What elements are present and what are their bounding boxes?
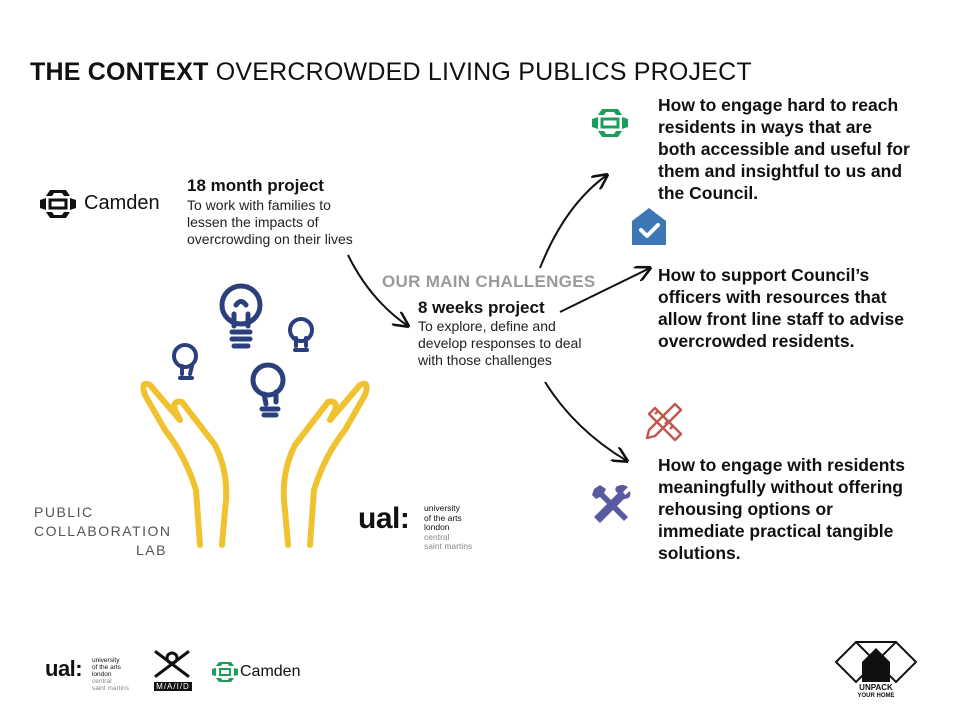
challenge-1-line: the Council. (658, 183, 759, 203)
project1-description: To work with families to lessen the impa… (187, 197, 353, 248)
unpack-line: UNPACK (859, 683, 893, 692)
camden-label: Camden (84, 192, 160, 214)
footer-ual-sub: saint martins (92, 685, 129, 692)
project1-line: overcrowding on their lives (187, 231, 353, 247)
title-bold: THE CONTEXT (30, 58, 209, 86)
project1-line: To work with families to (187, 197, 331, 213)
ual-line: london (424, 522, 450, 532)
lightbulb-icon (288, 317, 314, 352)
challenge-3-line: immediate practical tangible (658, 521, 894, 541)
page-title: THE CONTEXT OVERCROWDED LIVING PUBLICS P… (30, 58, 752, 87)
challenge-2: How to support Council’s officers with r… (658, 264, 904, 352)
ual-sub: central (424, 531, 450, 542)
challenge-1-line: both accessible and useful for (658, 139, 910, 159)
footer-ual-line: university (92, 657, 120, 664)
arrow-to-challenge3 (544, 381, 627, 461)
footer-ual-mark: ual: (45, 656, 83, 681)
challenge-1-line: How to engage hard to reach (658, 95, 899, 115)
footer-ual-sub: central (92, 678, 112, 685)
lightbulb-icon (172, 343, 198, 380)
challenge-2-line: allow front line staff to advise (658, 309, 905, 329)
project2-heading: 8 weeks project (418, 298, 545, 317)
arrow-to-project2 (347, 254, 408, 326)
camden-logo-icon (592, 109, 628, 137)
challenge-3-line: solutions. (658, 543, 741, 563)
challenge-2-line: overcrowded residents. (658, 331, 855, 351)
ual-text: university of the arts london central sa… (424, 503, 473, 552)
ual-sub: saint martins (424, 541, 473, 551)
maid-label: M/A/I/D (154, 682, 192, 691)
challenge-2-line: How to support Council’s (658, 265, 870, 285)
project1-line: lessen the impacts of (187, 214, 319, 230)
lightbulb-icon (219, 283, 263, 349)
challenge-1: How to engage hard to reach residents in… (658, 94, 910, 204)
house-check-icon (632, 208, 666, 245)
challenge-1-line: residents in ways that are (658, 117, 872, 137)
challenge-3-line: How to engage with residents (658, 455, 905, 475)
camden-logo-icon (40, 190, 76, 218)
unpack-logo-icon (834, 640, 918, 684)
ual-mark: ual: (358, 502, 410, 535)
project2-line: with those challenges (418, 352, 552, 368)
footer-ual-line: of the arts (92, 664, 121, 671)
ruler-pencil-icon (645, 402, 683, 442)
ual-line: university (424, 503, 460, 513)
pcl-line: PUBLIC (34, 504, 94, 520)
unpack-text: UNPACK YOUR HOME (848, 684, 904, 700)
challenge-3-line: rehousing options or (658, 499, 833, 519)
title-rest: OVERCROWDED LIVING PUBLICS PROJECT (215, 58, 752, 86)
challenge-3-line: meaningfully without offering (658, 477, 903, 497)
pcl-line: LAB (136, 542, 167, 558)
challenge-1-line: them and insightful to us and (658, 161, 903, 181)
project2-line: develop responses to deal (418, 335, 582, 351)
unpack-line: YOUR HOME (857, 693, 895, 699)
lightbulb-icon (250, 362, 286, 418)
right-hand (280, 380, 370, 548)
footer-camden-label: Camden (240, 663, 301, 680)
challenge-2-line: officers with resources that (658, 287, 887, 307)
project2-description: To explore, define and develop responses… (418, 318, 581, 369)
camden-logo-icon (212, 662, 238, 682)
maid-wrench-icon (154, 650, 190, 678)
tools-icon (592, 485, 631, 523)
pcl-line: COLLABORATION (34, 523, 172, 539)
project2-line: To explore, define and (418, 318, 556, 334)
hands-bulbs-illustration (140, 283, 370, 548)
main-challenges-label: OUR MAIN CHALLENGES (382, 272, 596, 291)
ual-line: of the arts (424, 512, 462, 523)
footer-ual-line: london (92, 671, 112, 678)
footer-ual-text: university of the arts london central sa… (92, 657, 129, 692)
arrow-to-challenge1 (539, 175, 607, 269)
pcl-logo: PUBLIC COLLABORATION LAB (34, 503, 172, 560)
project1-heading: 18 month project (187, 176, 324, 195)
left-hand (140, 380, 230, 548)
challenge-3: How to engage with residents meaningfull… (658, 454, 905, 564)
arrow-to-challenge2 (559, 268, 650, 313)
